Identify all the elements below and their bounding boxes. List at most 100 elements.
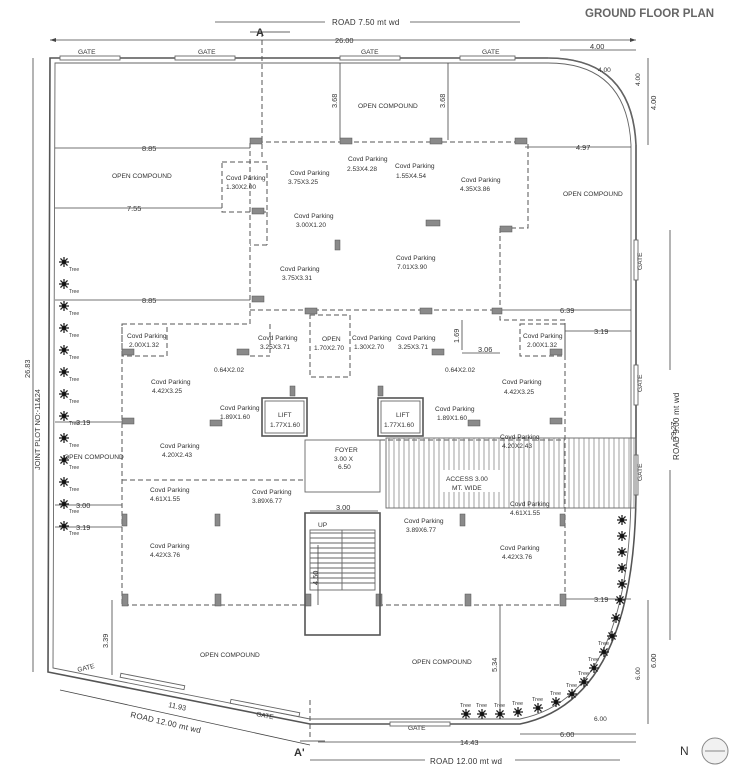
north-marker: N <box>680 737 729 765</box>
joint-plot-label: JOINT PLOT NO:-11&24 <box>33 389 42 470</box>
svg-text:Covd Parking: Covd Parking <box>258 335 298 342</box>
dim-right-height: 29.27 <box>669 422 678 441</box>
svg-text:1.30X2.00: 1.30X2.00 <box>226 184 256 191</box>
tree-icon: Tree <box>59 477 79 493</box>
dim-stair-w: 3.00 <box>336 503 350 512</box>
tree-icon: Tree <box>460 703 471 719</box>
svg-text:Covd Parking: Covd Parking <box>226 175 266 182</box>
svg-text:FOYER: FOYER <box>335 447 358 454</box>
gate-label: GATE <box>361 49 379 56</box>
dim-bottom-left-339: 3.39 <box>101 634 110 648</box>
svg-text:Covd Parking: Covd Parking <box>510 501 550 508</box>
open-space: OPEN 1.70X2.70 <box>314 336 344 352</box>
dim-overall-width: 26.00 <box>335 36 354 45</box>
svg-text:Covd Parking: Covd Parking <box>500 434 540 441</box>
svg-text:3.75X3.31: 3.75X3.31 <box>282 275 312 282</box>
svg-text:4.20X2.43: 4.20X2.43 <box>162 452 192 459</box>
svg-text:Covd Parking: Covd Parking <box>220 405 260 412</box>
dim-left-row2: 7.55 <box>127 204 141 213</box>
svg-text:4.35X3.86: 4.35X3.86 <box>460 186 490 193</box>
svg-text:Covd Parking: Covd Parking <box>294 213 334 220</box>
svg-text:Covd Parking: Covd Parking <box>461 177 501 184</box>
tree-icon: Tree <box>59 279 79 295</box>
plan-title: GROUND FLOOR PLAN <box>585 8 714 20</box>
svg-text:4.61X1.55: 4.61X1.55 <box>150 496 180 503</box>
foyer: FOYER 3.00 X 6.50 <box>304 439 381 493</box>
svg-text:0.64X2.02: 0.64X2.02 <box>445 367 475 374</box>
gate-label: GATE <box>256 711 275 721</box>
tree-icon <box>617 579 627 589</box>
tree-icon: Tree <box>59 411 79 427</box>
svg-text:Covd Parking: Covd Parking <box>252 489 292 496</box>
svg-text:0.64X2.02: 0.64X2.02 <box>214 367 244 374</box>
svg-text:Covd Parking: Covd Parking <box>523 333 563 340</box>
svg-text:1.55X4.54: 1.55X4.54 <box>396 173 426 180</box>
svg-text:4.20X2.43: 4.20X2.43 <box>502 443 532 450</box>
tree-icon: Tree <box>59 323 79 339</box>
tree-label: Tree <box>69 399 79 405</box>
dim-stair-h: 4.50 <box>311 571 320 585</box>
tree-label: Tree <box>494 703 505 709</box>
svg-text:1.70X2.70: 1.70X2.70 <box>314 345 344 352</box>
open-compound-top: OPEN COMPOUND <box>358 103 418 110</box>
gates: GATE GATE GATE GATE GATE GATE GATE GATE … <box>59 49 644 732</box>
tree-icon <box>617 531 627 541</box>
tree-label: Tree <box>532 697 543 703</box>
svg-text:2.00X1.32: 2.00X1.32 <box>129 342 159 349</box>
tree-label: Tree <box>69 377 79 383</box>
building-footprint <box>121 141 566 606</box>
tree-icon: Tree <box>59 345 79 361</box>
dim-top-right-drop: 3.68 <box>438 94 447 108</box>
dim-corner-right: 4.00 <box>649 96 658 110</box>
tree-label: Tree <box>550 691 561 697</box>
tree-icon: Tree <box>578 671 589 687</box>
section-mark-bottom: A' <box>294 747 305 759</box>
tree-label: Tree <box>69 531 79 537</box>
tree-icon <box>617 563 627 573</box>
dim-bottom-1193: 11.93 <box>168 700 187 713</box>
svg-text:OPEN: OPEN <box>322 336 341 343</box>
svg-text:Covd Parking: Covd Parking <box>435 406 475 413</box>
dim-top-left-drop: 3.68 <box>330 94 339 108</box>
road-bottom-left-label: ROAD 12.00 mt wd <box>130 710 202 735</box>
tree-label: Tree <box>69 355 79 361</box>
tree-icon: Tree <box>59 433 79 449</box>
svg-text:3.89X6.77: 3.89X6.77 <box>406 527 436 534</box>
tree-label: Tree <box>69 509 79 515</box>
svg-text:1.77X1.60: 1.77X1.60 <box>384 422 414 429</box>
dim-right-small1: 3.19 <box>594 327 608 336</box>
svg-text:Covd Parking: Covd Parking <box>348 156 388 163</box>
svg-text:MT. WIDE: MT. WIDE <box>452 485 482 492</box>
lift-right: LIFT 1.77X1.60 <box>377 397 424 437</box>
tree-label: Tree <box>69 333 79 339</box>
gate-label: GATE <box>408 725 426 732</box>
tree-label: Tree <box>69 289 79 295</box>
gate-label: GATE <box>77 663 96 674</box>
tree-label: Tree <box>69 267 79 273</box>
svg-text:Covd Parking: Covd Parking <box>404 518 444 525</box>
north-label: N <box>680 744 689 758</box>
svg-text:Covd Parking: Covd Parking <box>395 163 435 170</box>
tree-icon <box>617 547 627 557</box>
tree-label: Tree <box>598 641 609 647</box>
tree-label: Tree <box>578 671 589 677</box>
gate-label: GATE <box>482 49 500 56</box>
svg-text:Covd Parking: Covd Parking <box>396 335 436 342</box>
trees: TreeTreeTreeTreeTreeTreeTreeTreeTreeTree… <box>59 257 627 719</box>
tree-icon: Tree <box>59 367 79 383</box>
svg-text:ACCESS 3.00: ACCESS 3.00 <box>446 476 488 483</box>
svg-text:1.89X1.60: 1.89X1.60 <box>220 414 250 421</box>
dim-right-row1: 4.97 <box>576 143 590 152</box>
svg-text:3.25X3.71: 3.25X3.71 <box>260 344 290 351</box>
tree-label: Tree <box>69 311 79 317</box>
dim-left-small2: 3.00 <box>76 501 90 510</box>
svg-text:4.42X3.76: 4.42X3.76 <box>502 554 532 561</box>
parking-labels: Covd Parking 1.30X2.00 Covd Parking 3.75… <box>127 156 563 561</box>
svg-text:LIFT: LIFT <box>396 412 410 419</box>
dim-bottom-534: 5.34 <box>490 658 499 672</box>
columns <box>121 137 567 607</box>
svg-text:3.00X1.20: 3.00X1.20 <box>296 222 326 229</box>
dim-bottom-1443: 14.43 <box>460 738 479 747</box>
road-top-label: ROAD 7.50 mt wd <box>332 18 399 27</box>
svg-text:6.50: 6.50 <box>338 464 351 471</box>
